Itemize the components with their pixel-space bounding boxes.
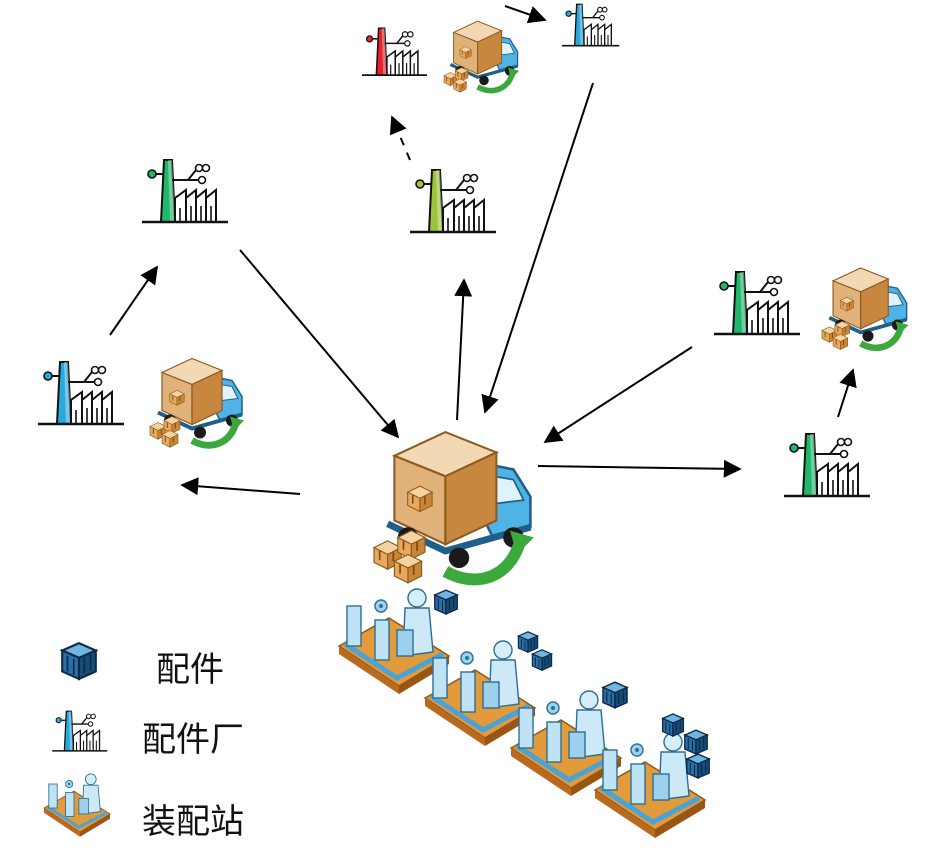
part-box-icon [661,713,685,737]
delivery-truck-icon [444,21,519,92]
factory-icon [408,168,498,234]
legend-label-assembly-station: 装配站 [142,802,244,842]
part-box-icon [602,681,628,709]
part-box-icon [686,753,710,779]
arrow-lime-to-red-dashed [389,115,411,161]
legend-label-factory: 配件厂 [142,720,244,760]
factory-icon [36,360,126,426]
part-box-icon [434,589,458,615]
arrow-truck-to-right-lower [537,459,742,478]
arrow-right-lower-to-right-upper [837,368,857,418]
arrow-left-lower-to-left-upper [109,265,159,336]
arrow-left-upper-to-truck [239,249,400,439]
part-box-icon [684,729,708,755]
factory-icon [561,3,621,47]
factory-icon [782,432,872,498]
flow-arrows [109,5,857,496]
arrow-right-upper-to-truck [543,346,693,443]
arrow-top-to-top-right [504,5,547,24]
arrow-truck-to-left-lower [180,477,301,496]
arrow-truck-to-lime-factory [454,278,473,421]
assembly-line [339,589,710,838]
legend-label-part: 配件 [156,650,224,690]
legend-part-icon [61,642,97,680]
arrow-top-right-to-truck [481,82,594,414]
central-truck-icon [374,432,534,583]
legend-factory-icon [51,710,108,752]
factory-icon [712,270,802,336]
legend-assembly-station-icon [42,772,112,839]
part-box-icon [517,631,539,653]
factory-icon [140,158,230,224]
delivery-truck-icon [822,268,908,350]
factory-icon [360,27,429,77]
part-box-icon [531,649,553,671]
delivery-truck-icon [150,359,244,448]
